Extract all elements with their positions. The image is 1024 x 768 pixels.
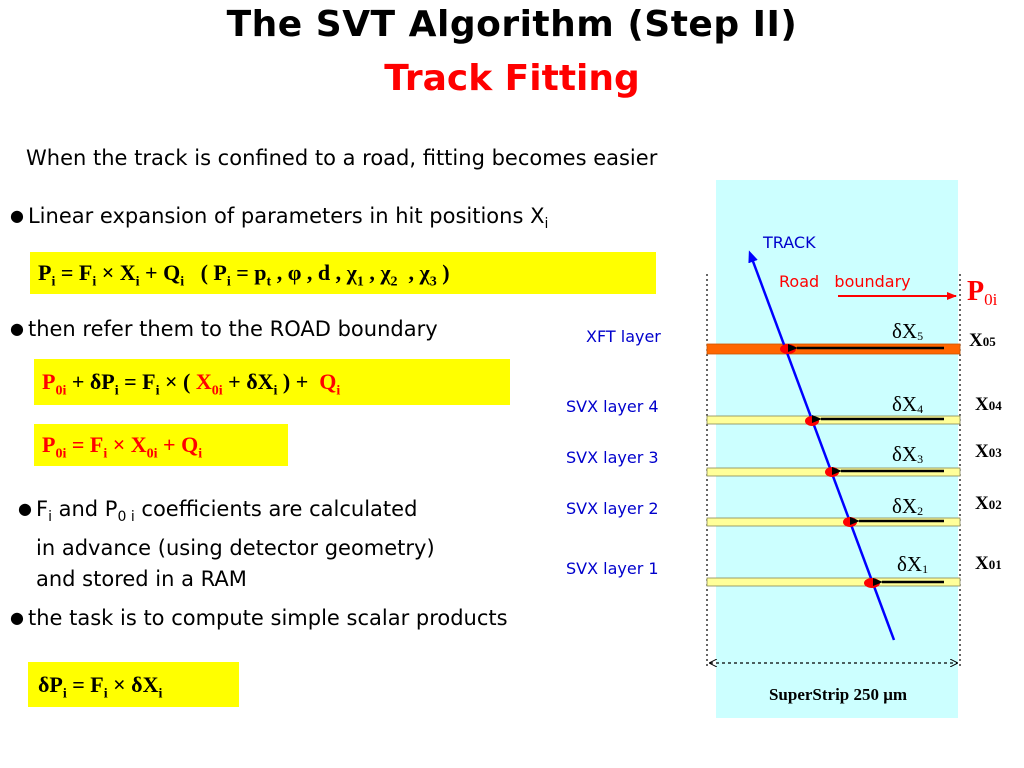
track-label: TRACK [762, 233, 816, 252]
bullet-icon: ● [10, 608, 24, 627]
delta-x3-label: δX3 [892, 442, 923, 466]
slide-subtitle: Track Fitting [384, 58, 640, 99]
hit-point-2 [843, 517, 857, 527]
hit-point-3 [825, 467, 839, 477]
xft-layer-label: XFT layer [586, 327, 661, 346]
delta-x4-label: δX4 [892, 392, 923, 416]
svx-layer-1-bar [706, 577, 961, 587]
delta-x2-label: δX2 [892, 494, 923, 518]
svx-layer-2-label: SVX layer 2 [566, 499, 659, 518]
x05-label: X05 [969, 330, 996, 351]
road-boundary-label: Road boundary [779, 272, 911, 291]
bullet-icon: ● [10, 206, 24, 225]
intro-text: When the track is confined to a road, fi… [26, 146, 658, 170]
equation-scalar-product: δPi = Fi × δXi [28, 662, 239, 707]
bullet-icon: ● [18, 499, 32, 518]
equation-road-expansion: P0i + δPi = Fi × ( X0i + δXi ) + Qi [34, 359, 510, 405]
svx-layer-3-label: SVX layer 3 [566, 448, 659, 467]
track-line [748, 250, 896, 641]
x03-label: X03 [975, 441, 1002, 462]
x04-label: X04 [975, 394, 1002, 415]
delta-x5-label: δX5 [892, 319, 923, 343]
delta-x1-label: δX1 [897, 552, 928, 576]
bullet-coefficients: ●Fi and P0 i coefficients are calculated… [18, 497, 435, 592]
slide-title: The SVT Algorithm (Step II) [226, 4, 798, 45]
hit-point-1 [864, 578, 880, 588]
p0i-label: P0i [967, 276, 998, 309]
superstrip-label: SuperStrip 250 μm [769, 685, 907, 704]
x01-label: X01 [975, 553, 1002, 574]
bullet-linear-expansion: ●Linear expansion of parameters in hit p… [10, 204, 549, 233]
svx-layer-4-label: SVX layer 4 [566, 397, 659, 416]
x02-label: X02 [975, 493, 1002, 514]
equation-linear-expansion: Pi = Fi × Xi + Qi ( Pi = pt , φ , d , χ1… [30, 252, 656, 294]
hit-point-5 [780, 344, 796, 354]
bullet-icon: ● [10, 319, 24, 338]
hit-point-4 [805, 416, 819, 426]
bullet-road-boundary: ●then refer them to the ROAD boundary [10, 317, 438, 341]
svx-layer-1-label: SVX layer 1 [566, 559, 659, 578]
bullet-scalar-products: ●the task is to compute simple scalar pr… [10, 606, 508, 630]
equation-road-params: P0i = Fi × X0i + Qi [34, 424, 288, 466]
svx-layer-2-bar [706, 517, 961, 527]
